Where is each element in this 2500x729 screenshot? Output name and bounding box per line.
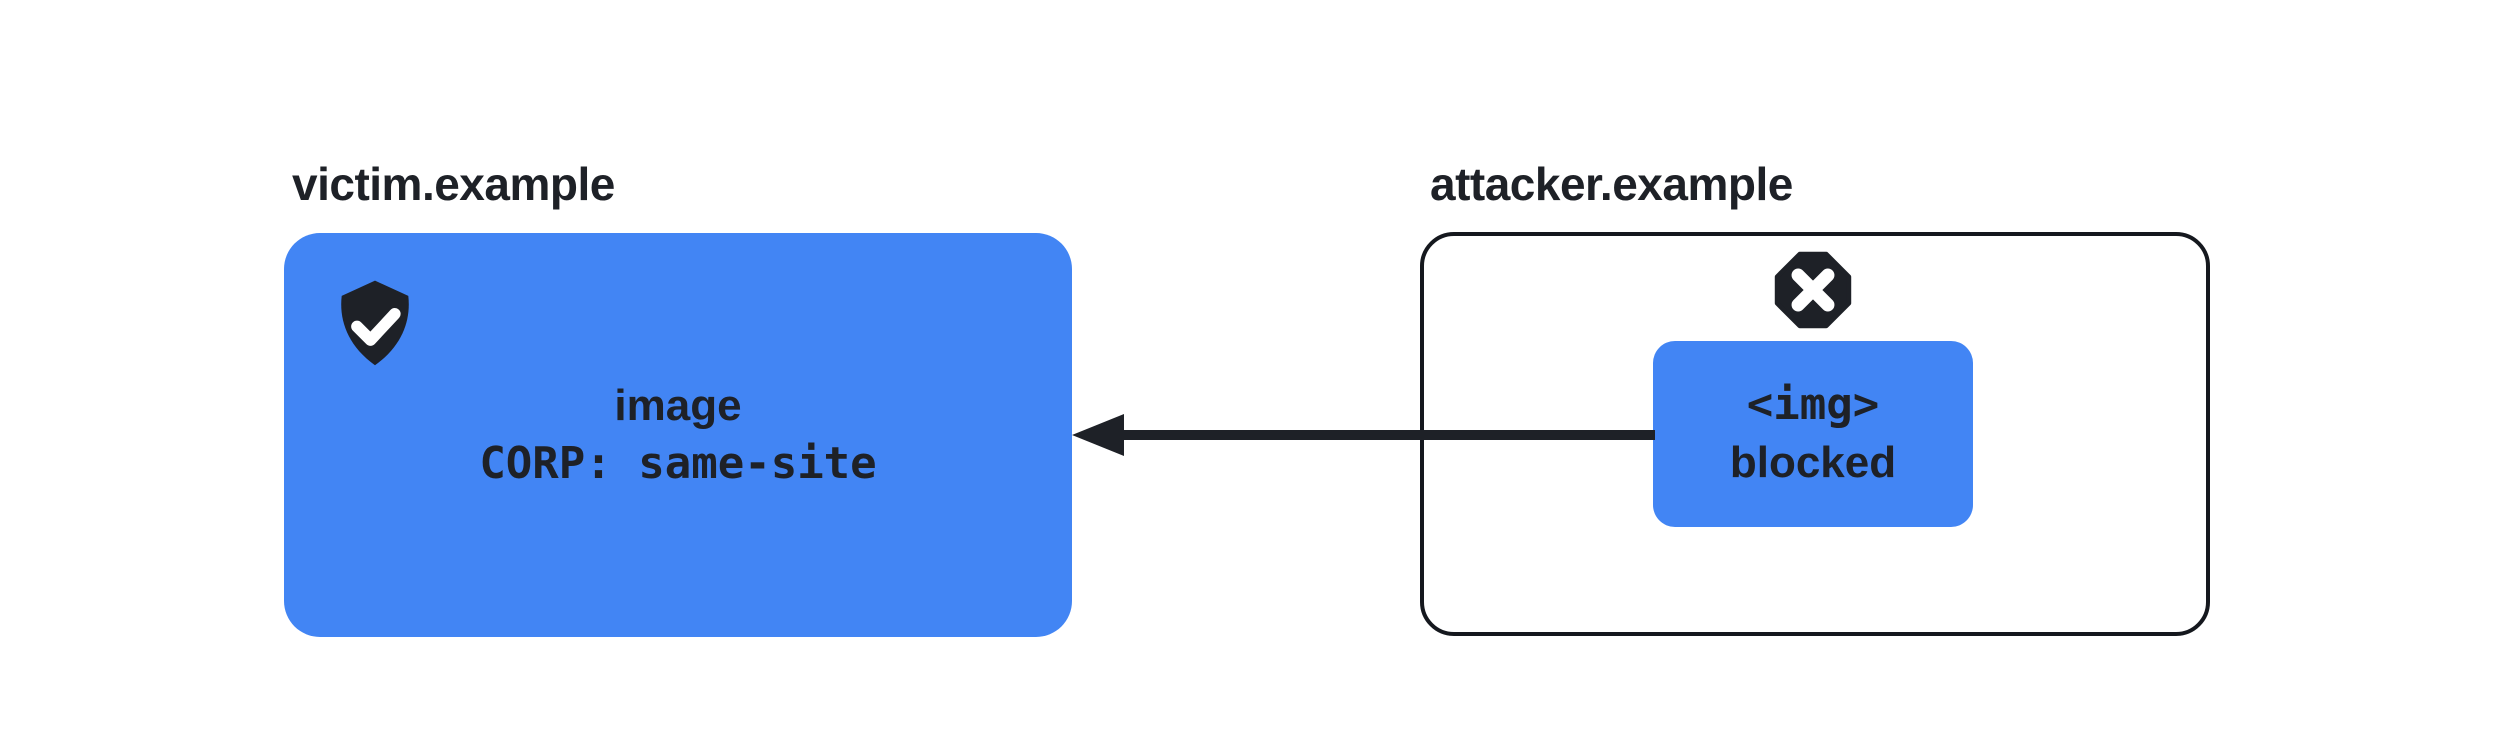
img-tag-label: <img> bbox=[1746, 379, 1880, 430]
blocked-octagon-icon bbox=[1774, 251, 1852, 329]
victim-resource-text: image CORP: same-site bbox=[284, 377, 1072, 493]
victim-corp-header-label: CORP: same-site bbox=[479, 438, 877, 489]
victim-site-card: image CORP: same-site bbox=[284, 233, 1072, 637]
victim-resource-type-label: image bbox=[614, 381, 742, 430]
blocked-request-arrow-line bbox=[1118, 430, 1655, 440]
blocked-request-arrow-head bbox=[1072, 414, 1124, 456]
blocked-status-label: blocked bbox=[1729, 438, 1897, 487]
attacker-domain-label: attacker.example bbox=[1430, 158, 1793, 210]
attacker-site-card: <img> blocked bbox=[1420, 232, 2210, 636]
blocked-request-chip: <img> blocked bbox=[1653, 341, 1973, 527]
victim-domain-label: victim.example bbox=[292, 158, 615, 210]
shield-check-icon bbox=[341, 280, 409, 366]
